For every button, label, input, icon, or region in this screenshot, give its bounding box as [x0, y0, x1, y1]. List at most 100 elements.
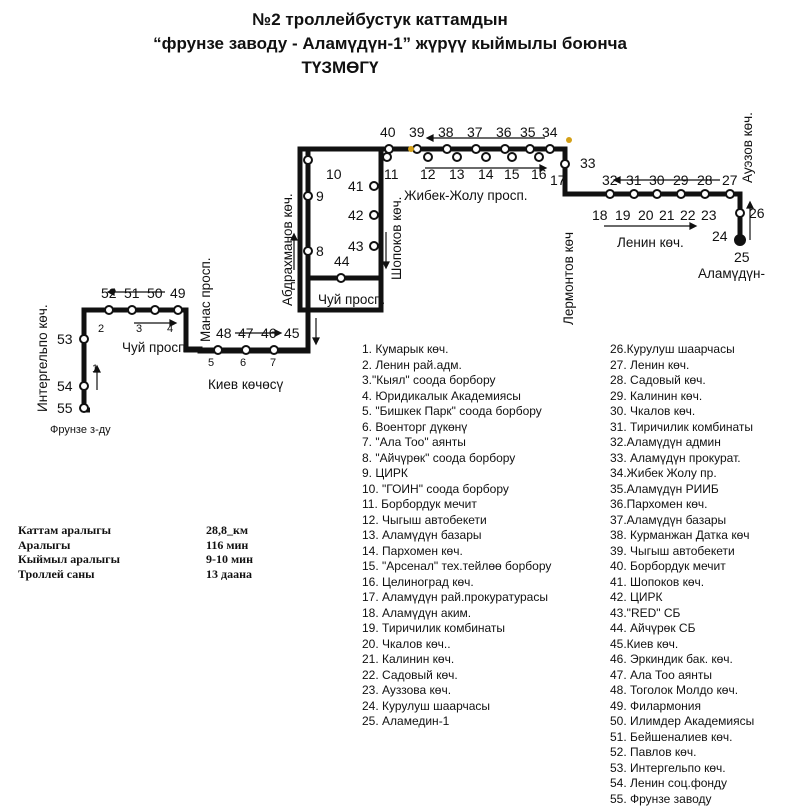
street-label-chui-center: Чуй просп. [318, 292, 385, 307]
map-title-line1: №2 троллейбустук каттамдын [252, 10, 508, 29]
stop-number: 27 [722, 172, 738, 188]
stop-number: 6 [240, 357, 246, 369]
stop-legend-item: 19. Тиричилик комбинаты [362, 621, 506, 635]
stop-marker-13[interactable] [452, 152, 462, 162]
stop-marker-54[interactable] [79, 381, 89, 391]
stop-number: 5 [208, 357, 214, 369]
stop-legend-item: 8. "Айчүрөк" соода борбору [362, 450, 516, 465]
stop-marker-14[interactable] [481, 152, 491, 162]
stop-marker-31[interactable] [629, 189, 639, 199]
stop-marker-48[interactable] [213, 345, 223, 355]
stop-number: 38 [438, 124, 454, 140]
stop-marker-42[interactable] [369, 210, 379, 220]
stop-legend-item: 11. Борбордук мечит [362, 497, 477, 511]
stop-legend-item: 26.Курулуш шаарчасы [610, 342, 735, 356]
stop-number: 22 [680, 207, 696, 223]
stop-marker-12[interactable] [423, 152, 433, 162]
stop-marker-26[interactable] [735, 208, 745, 218]
stop-marker-16[interactable] [534, 152, 544, 162]
stop-legend-item: 12. Чыгыш автобекети [362, 512, 487, 527]
stop-legend-item: 10. "ГОИН" соода борбору [362, 481, 509, 496]
stop-legend-item: 5. "Бишкек Парк" соода борбору [362, 404, 542, 418]
stop-number: 46 [261, 325, 277, 341]
stop-marker-40[interactable] [384, 144, 394, 154]
stat-row: Кыймыл аралыгы 9-10 мин [18, 552, 253, 567]
stop-marker-30[interactable] [652, 189, 662, 199]
stop-number: 34 [542, 124, 558, 140]
stop-number: 39 [409, 124, 425, 140]
stop-number: 29 [673, 172, 689, 188]
stop-number: 41 [348, 178, 364, 194]
stop-marker-55[interactable] [79, 403, 89, 413]
stop-marker-49[interactable] [173, 305, 183, 315]
stop-marker-46[interactable] [269, 345, 279, 355]
stat-label: Каттам аралыгы [18, 523, 112, 537]
stop-marker-44[interactable] [336, 273, 346, 283]
stop-marker-36[interactable] [500, 144, 510, 154]
stop-legend-item: 4. Юридикалык Академиясы [362, 388, 521, 403]
stop-marker-39[interactable] [412, 144, 422, 154]
stop-legend-item: 40. Борбордук мечит [610, 559, 726, 573]
street-label-kiev: Киев көчөсү [208, 377, 284, 392]
stop-marker-51[interactable] [127, 305, 137, 315]
stop-marker-32[interactable] [605, 189, 615, 199]
stop-marker-52[interactable] [104, 305, 114, 315]
stop-legend-item: 48. Тоголок Молдо көч. [610, 683, 739, 697]
stop-marker-8[interactable] [303, 246, 313, 256]
stop-number: 43 [348, 238, 364, 254]
stop-number: 44 [334, 253, 350, 269]
stop-legend-item: 32.Аламүдүн админ [610, 435, 721, 449]
stop-marker-29[interactable] [676, 189, 686, 199]
stop-legend-item: 9. ЦИРК [362, 466, 408, 480]
stop-legend-item: 29. Калинин көч. [610, 388, 703, 403]
stop-marker-34[interactable] [545, 144, 555, 154]
stop-number: 35 [520, 124, 536, 140]
stop-marker-28[interactable] [700, 189, 710, 199]
stop-legend-item: 27. Ленин көч. [610, 357, 690, 372]
stop-number-labels: 52 51 50 49 2 3 4 53 1 54 55 48 47 46 45… [57, 124, 765, 416]
stop-legend-item: 52. Павлов көч. [610, 745, 697, 759]
street-label-chui-west: Чуй просп. [122, 340, 189, 355]
stop-marker-50[interactable] [150, 305, 160, 315]
stop-number: 20 [638, 207, 654, 223]
stop-legend-item: 6. Военторг дүкөнү [362, 419, 468, 434]
stop-marker-11[interactable] [382, 152, 392, 162]
stop-number: 51 [124, 285, 140, 301]
stop-number: 18 [592, 207, 608, 223]
stop-marker-10[interactable] [303, 155, 313, 165]
stop-legend-item: 31. Тиричилик комбинаты [610, 419, 754, 434]
stop-number: 23 [701, 207, 717, 223]
stop-marker-9[interactable] [303, 191, 313, 201]
stop-marker-43[interactable] [369, 241, 379, 251]
stop-legend-item: 24. Курулуш шаарчасы [362, 698, 491, 713]
stop-legend-item: 25. Аламедин-1 [362, 714, 450, 728]
street-label-abdrakhmanov: Абдрахманов көч. [280, 193, 295, 306]
stop-marker-35[interactable] [525, 144, 535, 154]
stop-legend-item: 13. Аламүдүн базары [362, 528, 482, 542]
stop-marker-41[interactable] [369, 181, 379, 191]
stop-number: 30 [649, 172, 665, 188]
stop-legend-item: 36.Пархомен көч. [610, 497, 708, 511]
stop-legend-item: 50. Илимдер Академиясы [610, 714, 755, 728]
stop-number: 2 [98, 323, 104, 335]
stop-markers [79, 144, 746, 413]
stop-marker-37[interactable] [471, 144, 481, 154]
terminal-label-frunze: Фрунзе з-ду [50, 424, 111, 436]
stop-marker-17[interactable] [560, 159, 570, 169]
stop-legend-item: 34.Жибек Жолу пр. [610, 466, 717, 480]
stop-marker-15[interactable] [507, 152, 517, 162]
street-label-integelpo: Интергельпо көч. [35, 304, 50, 412]
stop-marker-38[interactable] [442, 144, 452, 154]
street-labels: Интергельпо көч. Чуй просп. Манас просп.… [35, 112, 765, 436]
stop-marker-25[interactable] [734, 234, 746, 246]
stop-legend-item: 33. Аламүдүн прокурат. [610, 450, 741, 465]
stop-number: 45 [284, 325, 300, 341]
stop-marker-53[interactable] [79, 334, 89, 344]
stop-legend-item: 43."RED" СБ [610, 605, 681, 620]
stop-legend-item: 41. Шопоков көч. [610, 574, 705, 589]
stop-number: 12 [420, 166, 436, 182]
stop-marker-47[interactable] [241, 345, 251, 355]
stop-number: 53 [57, 331, 73, 347]
stop-marker-27[interactable] [725, 189, 735, 199]
stop-number: 52 [101, 285, 117, 301]
